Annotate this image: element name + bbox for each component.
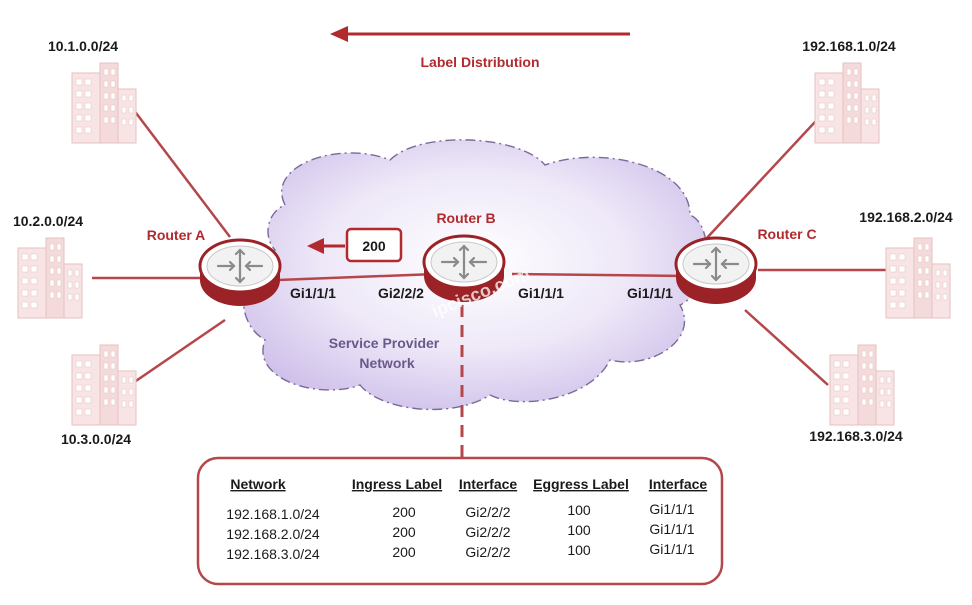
label-table-box (196, 456, 724, 586)
table-header-interface-out: Interface (649, 476, 708, 492)
router-c-label: Router C (757, 226, 816, 242)
table-header-interface-in: Interface (459, 476, 518, 492)
table-row: 192.168.1.0/24 200 Gi2/2/2 100 Gi1/1/1 (226, 501, 694, 522)
cloud-label-line2: Network (359, 355, 414, 371)
links (92, 104, 888, 387)
label-table-header: Network Ingress Label Interface Eggress … (230, 476, 707, 492)
table-row: 192.168.3.0/24 200 Gi2/2/2 100 Gi1/1/1 (226, 541, 694, 562)
label-distribution-text: Label Distribution (421, 54, 540, 70)
table-cell-interface-out: Gi1/1/1 (649, 521, 694, 537)
table-cell-interface-in: Gi2/2/2 (465, 544, 510, 560)
table-cell-network: 192.168.1.0/24 (226, 506, 320, 522)
label-box (345, 227, 403, 263)
table-cell-network: 192.168.2.0/24 (226, 526, 320, 542)
label-distribution-arrow (330, 26, 630, 42)
table-cell-egress: 100 (567, 502, 591, 518)
label-box-value: 200 (362, 238, 386, 254)
table-cell-interface-in: Gi2/2/2 (465, 504, 510, 520)
building-icon-10-3 (71, 344, 137, 426)
building-icon-192-3 (829, 344, 895, 426)
cloud-label-line1: Service Provider (329, 335, 440, 351)
router-a-label: Router A (147, 227, 206, 243)
interface-label-c-left: Gi1/1/1 (627, 285, 673, 301)
network-label-192-1: 192.168.1.0/24 (802, 38, 896, 54)
table-header-ingress-label: Ingress Label (352, 476, 442, 492)
building-icon-192-1 (814, 62, 880, 144)
table-cell-ingress: 200 (392, 524, 416, 540)
table-cell-interface-out: Gi1/1/1 (649, 541, 694, 557)
table-cell-egress: 100 (567, 522, 591, 538)
table-cell-ingress: 200 (392, 504, 416, 520)
interface-label-a-right: Gi1/1/1 (290, 285, 336, 301)
building-icon-10-2 (17, 237, 83, 319)
table-cell-interface-in: Gi2/2/2 (465, 524, 510, 540)
network-label-10-3: 10.3.0.0/24 (61, 431, 131, 447)
interface-label-b-left: Gi2/2/2 (378, 285, 424, 301)
table-row: 192.168.2.0/24 200 Gi2/2/2 100 Gi1/1/1 (226, 521, 694, 542)
table-cell-ingress: 200 (392, 544, 416, 560)
table-header-network: Network (230, 476, 285, 492)
building-icon-192-2 (885, 237, 951, 319)
network-label-192-3: 192.168.3.0/24 (809, 428, 903, 444)
table-header-egress-label: Eggress Label (533, 476, 629, 492)
router-b-label: Router B (436, 210, 495, 226)
router-c-icon (674, 236, 758, 306)
table-cell-interface-out: Gi1/1/1 (649, 501, 694, 517)
table-cell-egress: 100 (567, 542, 591, 558)
building-icon-10-1 (71, 62, 137, 144)
interface-label-b-right: Gi1/1/1 (518, 285, 564, 301)
network-label-10-1: 10.1.0.0/24 (48, 38, 118, 54)
label-advertise-arrow (307, 238, 345, 254)
router-a-icon (198, 238, 282, 308)
network-label-10-2: 10.2.0.0/24 (13, 213, 83, 229)
network-label-192-2: 192.168.2.0/24 (859, 209, 953, 225)
table-cell-network: 192.168.3.0/24 (226, 546, 320, 562)
